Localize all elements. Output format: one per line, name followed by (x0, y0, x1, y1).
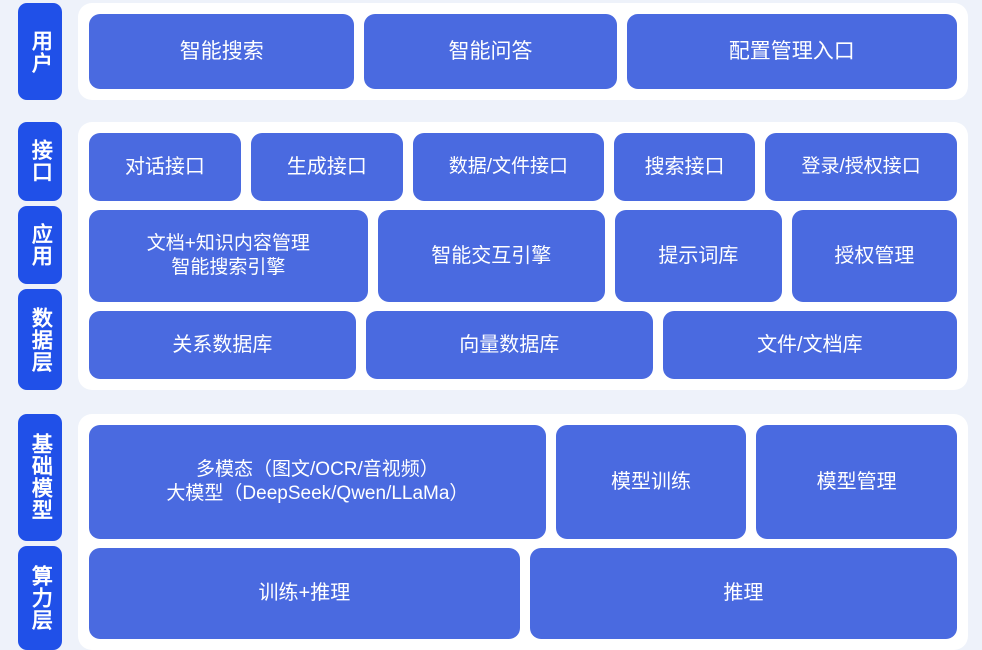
card-model-training[interactable]: 模型训练 (556, 425, 746, 539)
row-user-0: 智能搜索 智能问答 配置管理入口 (89, 14, 957, 89)
panel-user: 智能搜索 智能问答 配置管理入口 (78, 3, 968, 100)
card-vector-database[interactable]: 向量数据库 (366, 311, 653, 379)
layer-tab-data-label: 数据层 (28, 307, 53, 373)
layer-tab-compute-label: 算力层 (28, 565, 53, 631)
card-prompt-library[interactable]: 提示词库 (615, 210, 782, 301)
card-search-interface[interactable]: 搜索接口 (614, 133, 755, 201)
layer-tab-foundation-model-label: 基础模型 (28, 433, 53, 521)
panel-foundation: 多模态（图文/OCR/音视频） 大模型（DeepSeek/Qwen/LLaMa）… (78, 414, 968, 650)
card-data-file-interface[interactable]: 数据/文件接口 (413, 133, 604, 201)
row-application: 文档+知识内容管理 智能搜索引擎 智能交互引擎 提示词库 授权管理 (89, 210, 957, 301)
band-user: 用户 智能搜索 智能问答 配置管理入口 (0, 3, 982, 100)
card-interaction-engine[interactable]: 智能交互引擎 (378, 210, 605, 301)
layer-tab-compute[interactable]: 算力层 (18, 546, 62, 650)
layer-tab-user-label: 用户 (28, 30, 53, 74)
layer-tab-user[interactable]: 用户 (18, 3, 62, 100)
layer-tab-interface-label: 接口 (28, 139, 53, 183)
card-intelligent-qa[interactable]: 智能问答 (364, 14, 616, 89)
layer-tab-foundation-model[interactable]: 基础模型 (18, 414, 62, 541)
card-authorization-management[interactable]: 授权管理 (792, 210, 957, 301)
card-intelligent-search[interactable]: 智能搜索 (89, 14, 354, 89)
band-application: 接口 应用 数据层 对话接口 生成接口 数据/文件接口 搜索接口 登录/授权接口… (0, 122, 982, 390)
card-multimodal-large-model[interactable]: 多模态（图文/OCR/音视频） 大模型（DeepSeek/Qwen/LLaMa） (89, 425, 546, 539)
tab-column-foundation: 基础模型 算力层 (0, 414, 60, 650)
row-interface: 对话接口 生成接口 数据/文件接口 搜索接口 登录/授权接口 (89, 133, 957, 201)
card-config-management-entry[interactable]: 配置管理入口 (627, 14, 957, 89)
card-model-management[interactable]: 模型管理 (756, 425, 957, 539)
card-doc-knowledge-management[interactable]: 文档+知识内容管理 智能搜索引擎 (89, 210, 368, 301)
layer-tab-application-label: 应用 (28, 223, 53, 267)
card-training-inference[interactable]: 训练+推理 (89, 548, 520, 639)
row-compute: 训练+推理 推理 (89, 548, 957, 639)
tab-column-application: 接口 应用 数据层 (0, 122, 60, 390)
card-file-document-store[interactable]: 文件/文档库 (663, 311, 957, 379)
layer-tab-data[interactable]: 数据层 (18, 289, 62, 390)
tab-column-user: 用户 (0, 3, 60, 100)
panel-application: 对话接口 生成接口 数据/文件接口 搜索接口 登录/授权接口 文档+知识内容管理… (78, 122, 968, 390)
card-dialog-interface[interactable]: 对话接口 (89, 133, 241, 201)
layer-tab-application[interactable]: 应用 (18, 206, 62, 285)
row-data: 关系数据库 向量数据库 文件/文档库 (89, 311, 957, 379)
row-foundation-model: 多模态（图文/OCR/音视频） 大模型（DeepSeek/Qwen/LLaMa）… (89, 425, 957, 539)
band-foundation: 基础模型 算力层 多模态（图文/OCR/音视频） 大模型（DeepSeek/Qw… (0, 414, 982, 650)
card-login-auth-interface[interactable]: 登录/授权接口 (765, 133, 957, 201)
card-inference[interactable]: 推理 (530, 548, 957, 639)
card-generation-interface[interactable]: 生成接口 (251, 133, 403, 201)
layer-tab-interface[interactable]: 接口 (18, 122, 62, 201)
card-relational-database[interactable]: 关系数据库 (89, 311, 356, 379)
